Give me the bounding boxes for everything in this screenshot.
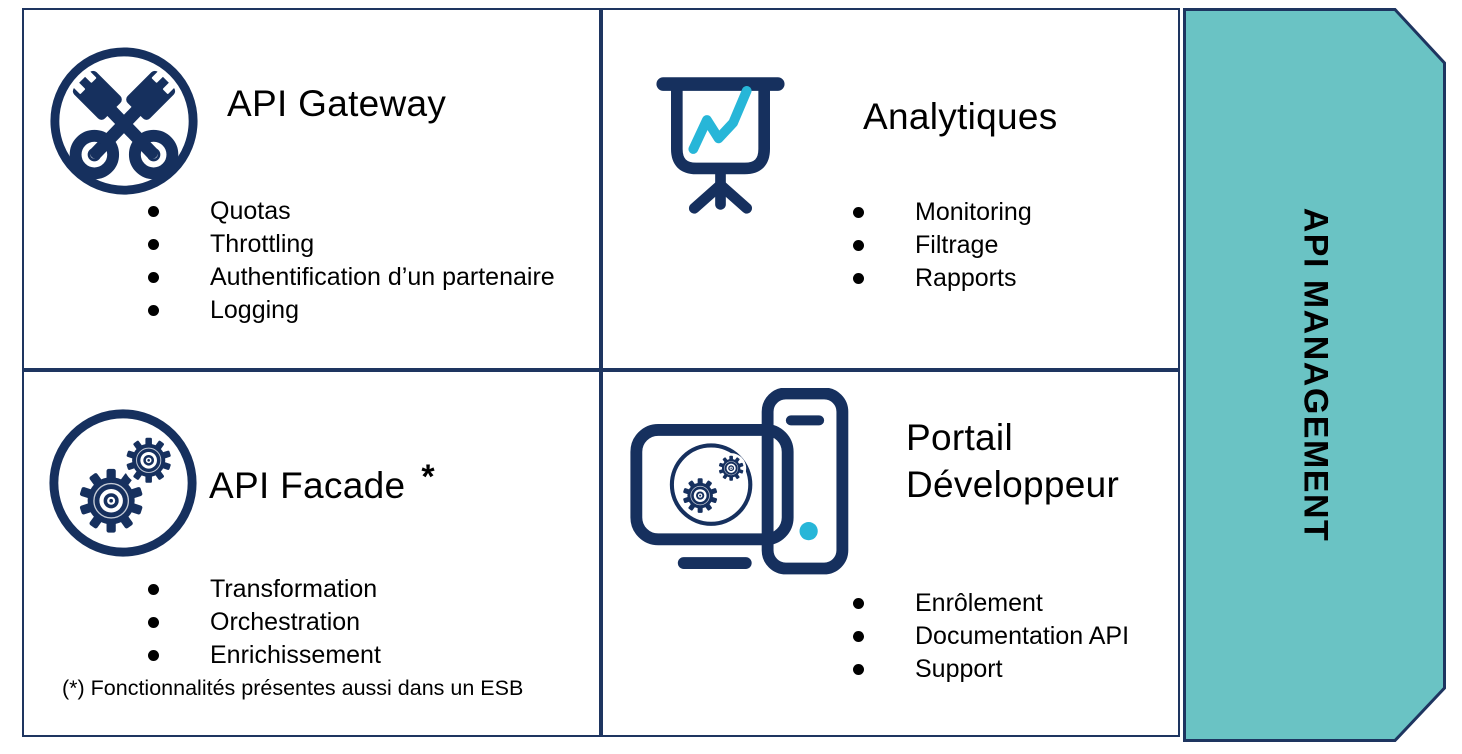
quadrant-title: API Facade * — [209, 456, 435, 507]
bullet-item: Enrichissement — [148, 639, 381, 672]
quadrant-title: Analytiques — [863, 96, 1058, 137]
presentation-chart-icon — [656, 77, 785, 214]
quadrant-developer-portal: Portail Développeur Enrôlement Documenta… — [601, 370, 1180, 737]
bullet-item: Authentification d’un partenaire — [148, 261, 555, 294]
bullet-dot — [148, 206, 159, 217]
bullet-item: Quotas — [148, 195, 555, 228]
bullet-label: Support — [915, 655, 1003, 683]
bullet-dot — [148, 584, 159, 595]
bullet-item: Orchestration — [148, 606, 381, 639]
bullet-list: Quotas Throttling Authentification d’un … — [148, 195, 555, 327]
banner-label: API MANAGEMENT — [1296, 207, 1334, 543]
quadrant-analytics: Analytiques Monitoring Filtrage Rapports — [601, 8, 1180, 370]
bullet-dot — [853, 273, 864, 284]
bullet-dot — [148, 272, 159, 283]
gears-icon — [49, 409, 197, 557]
bullet-item: Support — [853, 653, 1129, 686]
crossed-keys-icon — [50, 47, 198, 195]
bullet-label: Transformation — [210, 575, 378, 603]
bullet-item: Throttling — [148, 228, 555, 261]
monitor-phone-gears-icon — [630, 388, 849, 575]
quadrant-api-facade: API Facade * Transformation Orchestration… — [22, 370, 601, 737]
banner-arrow-shape — [1183, 8, 1446, 742]
bullet-label: Logging — [210, 296, 299, 324]
bullet-item: Documentation API — [853, 620, 1129, 653]
bullet-list: Enrôlement Documentation API Support — [853, 587, 1129, 686]
bullet-dot — [853, 631, 864, 642]
quadrant-api-gateway: API Gateway Quotas Throttling Authentifi… — [22, 8, 601, 370]
bullet-list: Transformation Orchestration Enrichissem… — [148, 573, 381, 672]
bullet-label: Documentation API — [915, 622, 1130, 650]
bullet-label: Orchestration — [210, 608, 361, 636]
bullet-label: Enrichissement — [210, 641, 381, 669]
bullet-label: Rapports — [915, 264, 1017, 292]
bullet-label: Throttling — [210, 230, 315, 258]
bullet-item: Enrôlement — [853, 587, 1129, 620]
quadrant-grid: API Gateway Quotas Throttling Authentifi… — [22, 8, 1180, 737]
bullet-dot — [148, 650, 159, 661]
bullet-dot — [853, 240, 864, 251]
quadrant-title: Portail Développeur — [906, 417, 1120, 505]
bullet-label: Authentification d’un partenaire — [210, 263, 555, 291]
bullet-dot — [148, 239, 159, 250]
bullet-item: Logging — [148, 294, 555, 327]
quadrant-title: API Gateway — [227, 83, 447, 124]
bullet-label: Enrôlement — [915, 589, 1043, 617]
quadrant-title-text: API Facade — [209, 465, 406, 506]
asterisk-marker: * — [421, 458, 435, 496]
footnote: (*) Fonctionnalités présentes aussi dans… — [62, 676, 524, 700]
bullet-label: Quotas — [210, 197, 291, 225]
bullet-label: Monitoring — [915, 198, 1032, 226]
bullet-dot — [853, 207, 864, 218]
bullet-item: Rapports — [853, 262, 1032, 295]
bullet-item: Monitoring — [853, 196, 1032, 229]
bullet-item: Filtrage — [853, 229, 1032, 262]
bullet-dot — [853, 664, 864, 675]
bullet-label: Filtrage — [915, 231, 999, 259]
bullet-dot — [148, 305, 159, 316]
bullet-dot — [148, 617, 159, 628]
bullet-list: Monitoring Filtrage Rapports — [853, 196, 1032, 295]
bullet-item: Transformation — [148, 573, 381, 606]
api-management-banner: API MANAGEMENT — [1183, 8, 1446, 742]
bullet-dot — [853, 598, 864, 609]
